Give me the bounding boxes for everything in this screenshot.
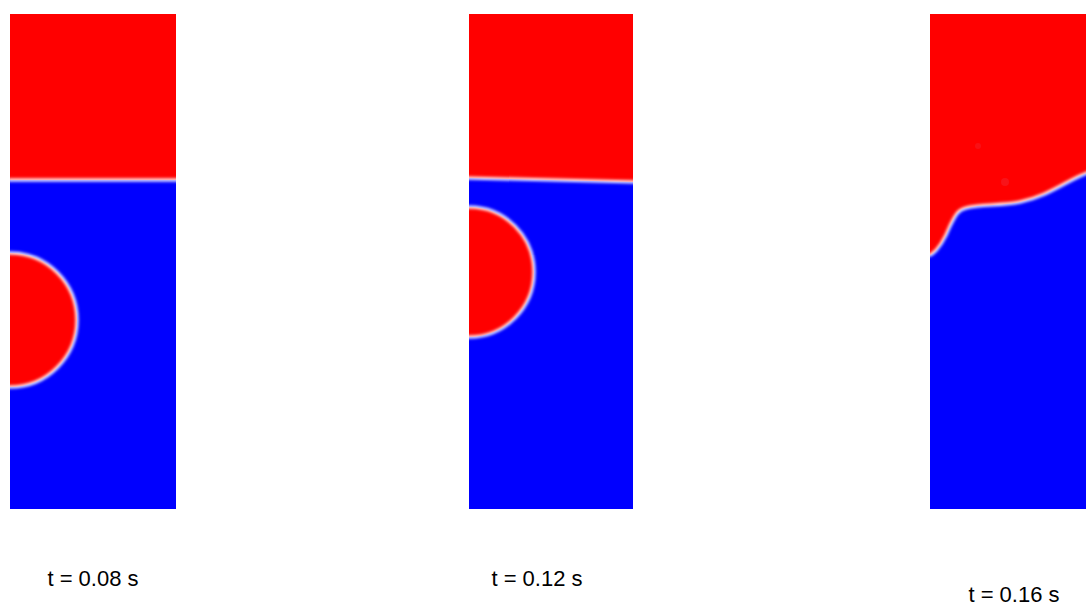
time-label: t = 0.12 s <box>491 566 582 592</box>
snapshot-panel <box>469 14 633 509</box>
snapshot-panel <box>930 14 1086 509</box>
time-label: t = 0.08 s <box>47 566 138 592</box>
snapshot-panel <box>10 14 176 509</box>
time-label: t = 0.16 s <box>968 582 1059 608</box>
